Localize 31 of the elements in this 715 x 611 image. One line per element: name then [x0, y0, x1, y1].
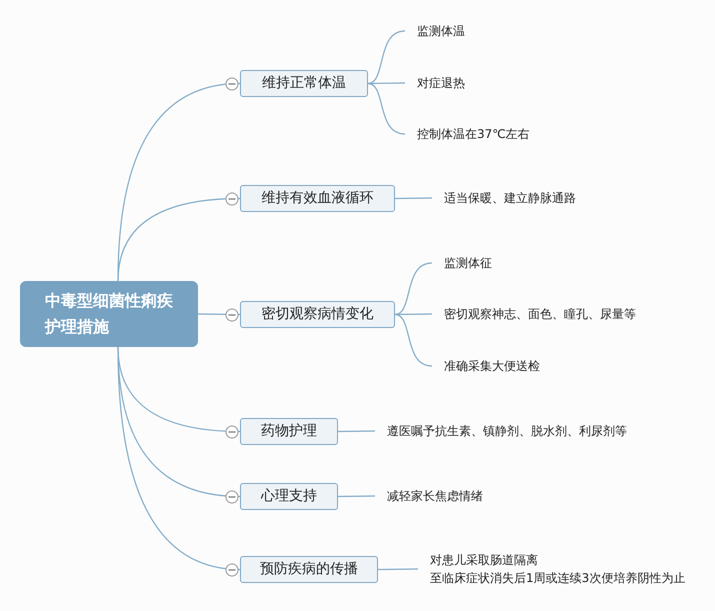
topic-text: 对患儿采取肠道隔离 [429, 552, 539, 569]
root-topic-box: 中毒型细菌性痢疾护理措施 [20, 281, 198, 347]
connector-line [395, 197, 432, 200]
topic-text: 对症退热 [405, 74, 465, 92]
connector-line [395, 313, 432, 316]
connector-line [338, 495, 375, 498]
topic-text: 密切观察神志、面色、瞳孔、尿量等 [432, 305, 636, 323]
topic-box: 心理支持 [240, 483, 338, 510]
topic-box: 维持正常体温 [240, 70, 368, 97]
connector-line [368, 82, 406, 135]
topic-text: 监测体征 [432, 254, 492, 272]
connector-line [368, 82, 405, 84]
connector-line [117, 198, 240, 282]
connector-line [394, 314, 432, 367]
topic-box: 维持有效血液循环 [240, 185, 395, 212]
connector-line [368, 30, 406, 84]
topic-text: 监测体温 [405, 22, 465, 40]
topic-box: 药物护理 [240, 418, 338, 445]
topic-text: 适当保暖、建立静脉通路 [432, 189, 576, 207]
topic-text: 至临床症状消失后1周或连续3次便培养阴性为止 [429, 570, 686, 587]
topic-box: 预防疾病的传播 [240, 556, 378, 583]
topic-text: 准确采集大便送检 [432, 357, 540, 375]
topic-text: 控制体温在37℃左右 [405, 125, 530, 143]
connector-line [338, 430, 375, 432]
topic-text: 遵医嘱予抗生素、镇静剂、脱水剂、利尿剂等 [375, 422, 627, 440]
connector-line [394, 262, 432, 316]
connector-line [198, 313, 240, 316]
topic-text: 减轻家长焦虑情绪 [375, 487, 483, 505]
topic-box: 密切观察病情变化 [240, 301, 395, 328]
connector-line [117, 346, 240, 570]
connector-line [378, 568, 418, 570]
